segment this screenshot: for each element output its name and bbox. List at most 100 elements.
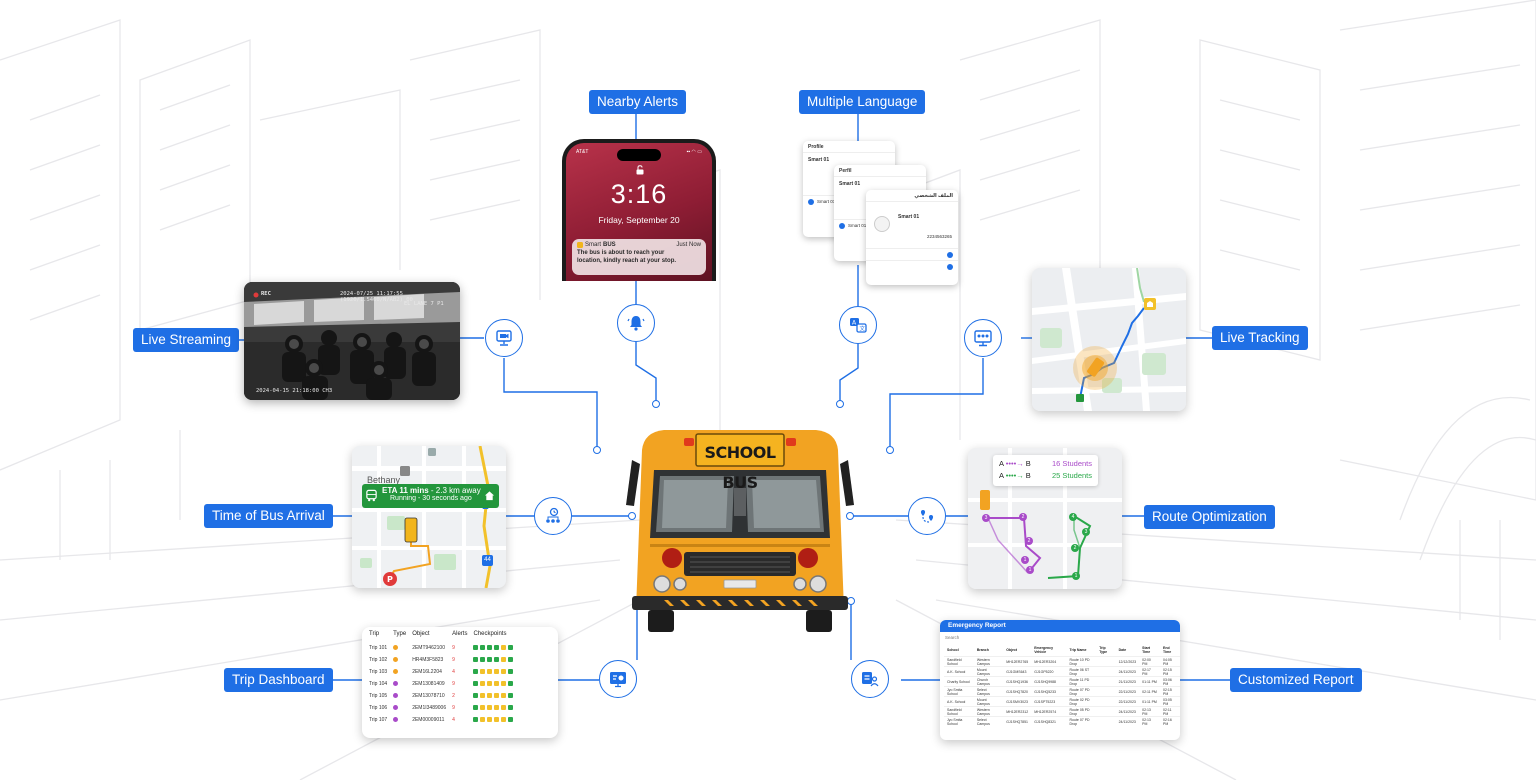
checkpoint-icon (473, 656, 479, 662)
trip-name: Trip 105 (369, 693, 388, 699)
report-cell: 02:16 PM (1160, 716, 1180, 727)
notification-line-1: The bus is about to reach your (577, 250, 665, 256)
svg-text:P: P (387, 575, 393, 584)
route-count: 25 Students (1051, 471, 1092, 480)
bus-icon (366, 489, 377, 502)
label-multiple-language: Multiple Language (799, 90, 926, 114)
trip-type-dot (393, 704, 399, 710)
checkpoint-icon (501, 692, 507, 698)
trip-alerts: 9 (452, 657, 455, 663)
bus-camera-feed[interactable]: REC 2024-07/25 11:17:55 (1920/1.5460/N/A… (244, 282, 460, 400)
report-cell: 02:15 PM (1160, 686, 1180, 697)
road-shield: 44 (482, 555, 493, 566)
route-hub (908, 497, 946, 535)
connector-dot (836, 400, 844, 408)
route-legend-row: A ••••→ B 16 Students (999, 459, 1092, 468)
report-header-cell: School (947, 648, 959, 652)
profile-row-text: Smart 01 (817, 198, 836, 204)
report-cell: MH12ER3204 (1031, 656, 1067, 667)
report-cell: Route 11 PD Drop (1066, 676, 1097, 687)
profile-row (866, 248, 958, 260)
profile-phone: 2234563265 (926, 234, 952, 239)
report-cell: GJ1SHQ7851 (1003, 716, 1032, 727)
report-cell: 24/11/2023 (1115, 706, 1140, 717)
live-tracking-map[interactable] (1032, 268, 1186, 411)
route-clock-icon (546, 507, 560, 523)
label-customized-report: Customized Report (1230, 668, 1362, 692)
route-to: B (1025, 471, 1031, 480)
checkpoint-icon (487, 704, 493, 710)
svg-text:A: A (852, 320, 857, 327)
report-cell: 01:11 PM (1139, 696, 1161, 707)
school-bus (626, 430, 854, 632)
report-cell: 02:15 PM (1160, 666, 1180, 677)
check-icon (839, 222, 845, 229)
checkpoint-icon (494, 644, 500, 650)
trip-checkpoints (470, 702, 518, 714)
profile-name: Smart 01 (898, 214, 920, 220)
checkpoint-icon (494, 680, 500, 686)
checkpoint-icon (480, 716, 486, 722)
report-search[interactable]: Search (945, 635, 960, 640)
trip-type-dot (393, 668, 399, 674)
profile-name: Smart 01 (839, 181, 861, 187)
report-cell: 24/11/2023 (1115, 716, 1140, 727)
connector-dot (652, 400, 660, 408)
report-cell (1096, 676, 1116, 687)
trip-checkpoints (470, 666, 518, 678)
profile-card-header: Perfil (834, 165, 926, 177)
trip-object: 2EM00009011 (412, 717, 445, 723)
report-cell: MH12ER2312 (1003, 706, 1032, 717)
report-cell: GJ1SHQ5233 (1031, 686, 1067, 697)
notification-app-prefix: Smart (585, 242, 602, 248)
trip-name: Trip 106 (369, 705, 388, 711)
route-node-purple: 1 (1021, 556, 1029, 564)
checkpoint-icon (480, 692, 486, 698)
checkpoint-icon (494, 716, 500, 722)
report-header-cell: Date (1118, 648, 1127, 652)
report-header-cell: End Time (1163, 646, 1172, 654)
report-cell: 22/11/2023 (1115, 696, 1140, 707)
gps-monitor-icon (974, 330, 992, 347)
checkpoint-icon (473, 644, 479, 650)
dashboard-hub (599, 660, 637, 698)
report-cell: 01:11 PM (1139, 676, 1161, 687)
report-cell: 02:13 PM (1139, 706, 1161, 717)
route-node-green: 3 (1082, 528, 1090, 536)
checkpoint-icon (473, 704, 479, 710)
record-dot-icon (253, 292, 259, 298)
report-cell: 02:00 PM (1139, 656, 1161, 667)
connector-dot (846, 512, 854, 520)
video-monitor-icon (496, 330, 512, 346)
report-cell: Select Campus (973, 716, 1004, 727)
connector-dot (593, 446, 601, 454)
route-node-green: 2 (1071, 544, 1079, 552)
report-header-cell: Object (1006, 648, 1018, 652)
report-title: Emergency Report (940, 620, 1180, 632)
bus-arrival-map[interactable]: P (352, 446, 506, 588)
stream-bottom-stamp: 2024-04-15 21:18:00 CH3 (256, 388, 333, 394)
report-users-icon (862, 672, 879, 687)
trip-checkpoints (470, 690, 518, 702)
route-to: B (1025, 459, 1031, 468)
